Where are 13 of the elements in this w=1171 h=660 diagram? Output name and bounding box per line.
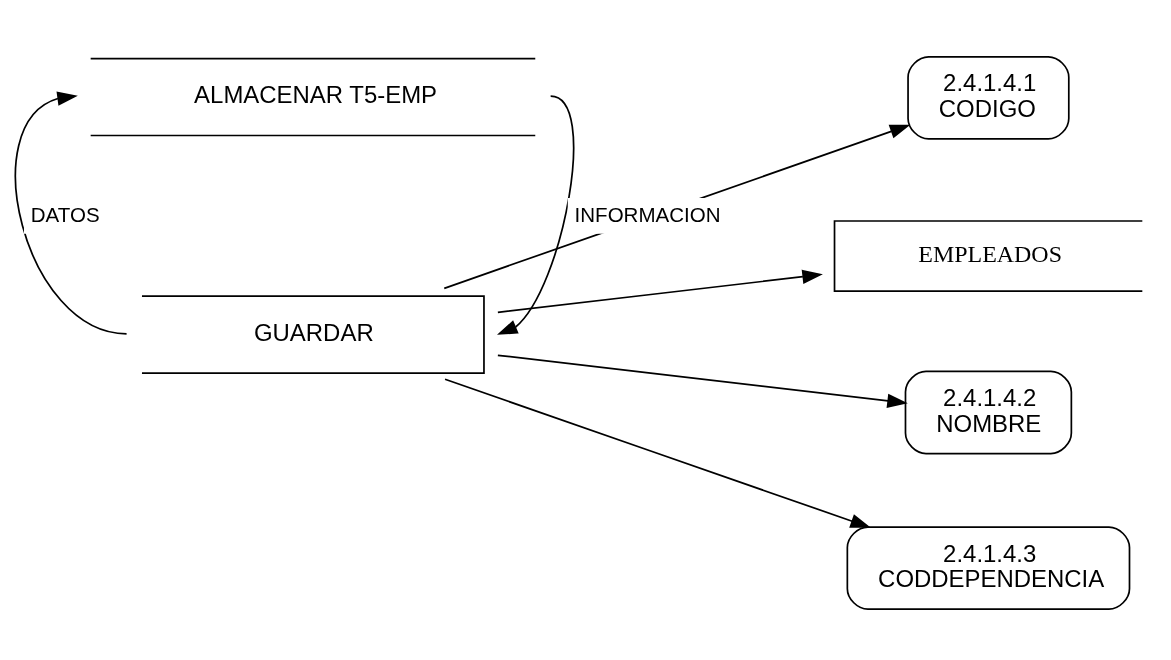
arrow [496, 95, 575, 335]
node-text: EMPLEADOS [918, 241, 1062, 268]
node-box: 2.4.1.4.2 NOMBRE [904, 370, 1073, 455]
node-text: GUARDAR [253, 319, 374, 347]
node-text: ALMACENAR T5-EMP [194, 81, 438, 109]
node-box: 2.4.1.4.3 CODDEPENDENCIA [846, 526, 1131, 610]
arrow [497, 269, 823, 314]
arrow [14, 91, 128, 335]
edge-label: INFORMACION [574, 203, 721, 227]
arrow [444, 378, 871, 528]
edge-label: DATOS [30, 203, 100, 227]
arrow [497, 354, 908, 409]
node-box: 2.4.1.4.1 CODIGO [907, 55, 1070, 140]
